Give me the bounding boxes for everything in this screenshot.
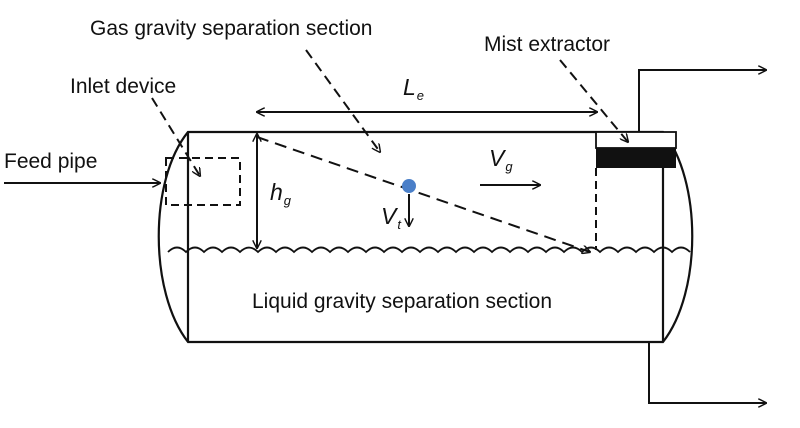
terminal-velocity-symbol: Vt — [381, 203, 401, 232]
effective-length-symbol: Le — [403, 74, 425, 103]
mist-extractor — [595, 131, 677, 168]
gas-outlet-pipe — [638, 70, 766, 132]
feed-pipe-label: Feed pipe — [4, 150, 98, 173]
inlet-device-box — [165, 157, 241, 206]
gas-section-label: Gas gravity separation section — [90, 17, 373, 40]
inlet-device-leader — [151, 97, 200, 176]
mist-extractor-leader — [559, 59, 628, 142]
gas-velocity-symbol: Vg — [489, 145, 513, 174]
liquid-section-label: Liquid gravity separation section — [252, 290, 553, 313]
inlet-device-label: Inlet device — [70, 75, 177, 98]
gas-height-symbol: hg — [270, 179, 292, 208]
droplet-dot — [402, 179, 416, 193]
mist-extractor-label: Mist extractor — [484, 33, 611, 56]
gas-section-leader — [305, 49, 380, 152]
droplet-trajectory — [256, 136, 590, 252]
liquid-surface-wave — [167, 246, 691, 254]
mist-extractor-frame — [595, 131, 677, 149]
liquid-outlet-pipe — [648, 342, 766, 403]
mist-extractor-pad — [596, 148, 676, 168]
